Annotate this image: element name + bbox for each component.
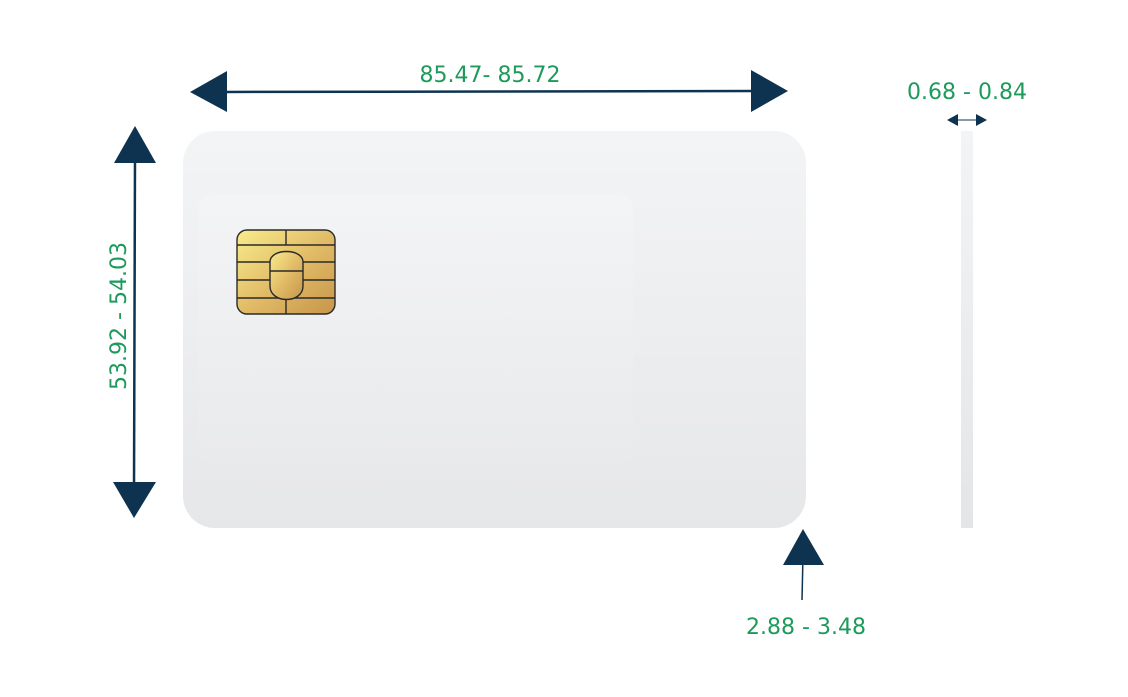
width-label: 85.47- 85.72 [420, 63, 561, 88]
corner-radius-label: 2.88 - 3.48 [746, 615, 866, 640]
corner-radius-arrow [783, 529, 824, 601]
width-arrow [190, 70, 788, 112]
height-arrow [113, 126, 156, 518]
card-front [183, 131, 806, 528]
chip-icon [236, 229, 336, 315]
card-edge [961, 131, 973, 528]
height-label: 53.92 - 54.03 [107, 242, 132, 390]
thickness-arrow [947, 114, 987, 126]
thickness-label: 0.68 - 0.84 [907, 80, 1027, 105]
